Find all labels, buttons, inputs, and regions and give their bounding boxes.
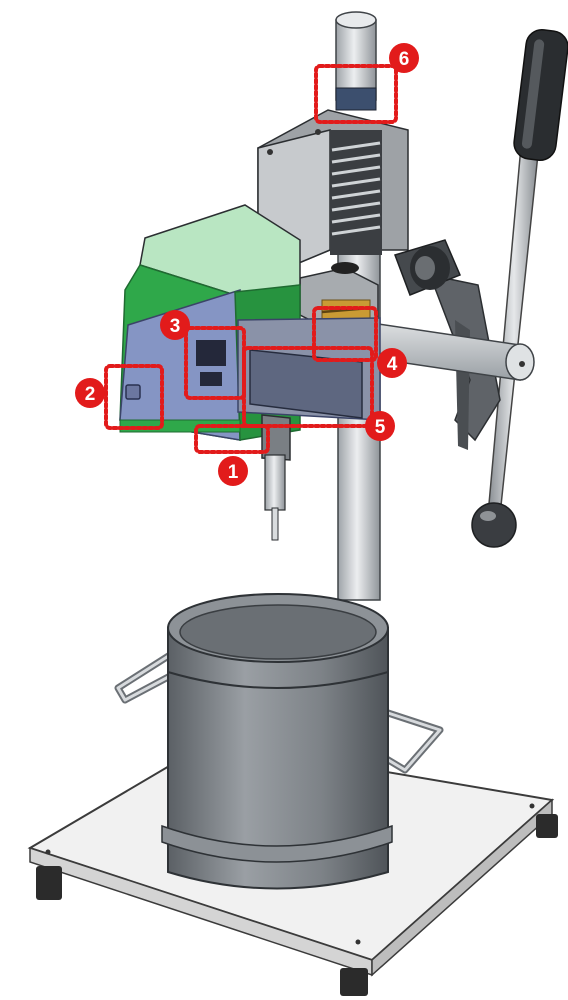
callout-number-6: 6: [399, 49, 410, 70]
base-feet: [36, 814, 558, 996]
callout-marker-5: 5: [365, 411, 395, 441]
callout-number-1: 1: [228, 462, 239, 483]
callout-box-4: [312, 306, 378, 362]
lever-handle: [471, 29, 568, 548]
callout-marker-6: 6: [389, 43, 419, 73]
callout-box-5: [242, 346, 374, 428]
callout-marker-2: 2: [75, 378, 105, 408]
callout-number-5: 5: [375, 417, 386, 438]
callout-marker-1: 1: [218, 456, 248, 486]
callout-markers: 6 3 4 2 5 1: [75, 43, 419, 486]
top-plunger: [335, 11, 377, 111]
gauge-housing: [119, 204, 381, 441]
callout-box-2: [104, 364, 164, 430]
sample-cup: [161, 593, 393, 890]
clamp-knob: [394, 239, 461, 296]
callout-marker-4: 4: [377, 348, 407, 378]
callout-marker-3: 3: [160, 310, 190, 340]
callout-number-3: 3: [170, 316, 181, 337]
spring: [330, 130, 382, 255]
callout-number-4: 4: [387, 354, 398, 375]
callout-box-1: [194, 424, 270, 454]
callout-box-6: [314, 64, 398, 124]
callout-frames: [104, 64, 398, 454]
callout-number-2: 2: [85, 384, 96, 405]
